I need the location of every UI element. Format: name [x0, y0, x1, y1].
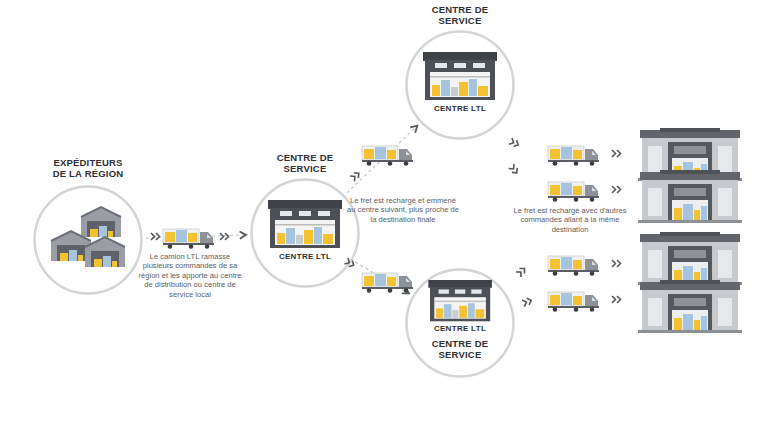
truck-icon — [362, 146, 413, 166]
hub-circle: CENTRE DE SERVICECENTRE LTL — [250, 178, 360, 288]
hub-circle: EXPÉDITEURS DE LA RÉGION — [33, 185, 143, 295]
chevron-icon — [509, 164, 520, 175]
store-building — [638, 232, 742, 285]
note-text: Le fret est rechargé avec d'autres comma… — [512, 206, 628, 234]
circle-outline — [405, 268, 515, 378]
hub-label: CENTRE LTL — [420, 324, 500, 334]
truck-icon — [548, 256, 599, 276]
hub-heading: CENTRE DE SERVICE — [429, 338, 491, 360]
chevron-icon — [350, 171, 361, 182]
circle-outline — [33, 185, 143, 295]
chevron-icon — [612, 186, 621, 193]
hub-circle: CENTRE LTL CENTRE DE SERVICE — [405, 268, 515, 378]
note-text: Le camion LTL ramasse plusieurs commande… — [136, 252, 244, 299]
note-text: Le fret est rechargé et emmené au centre… — [347, 196, 459, 224]
circle-outline — [35, 187, 142, 294]
circle-outline — [428, 280, 492, 321]
store-building — [638, 170, 742, 223]
truck-icon — [362, 273, 413, 293]
circle-outline — [85, 237, 125, 267]
hub-circle: CENTRE DE SERVICECENTRE LTL — [405, 30, 515, 140]
store-building — [638, 128, 742, 181]
circle-outline — [250, 178, 360, 288]
circle-outline — [407, 32, 514, 139]
hub-heading: CENTRE DE SERVICE — [274, 152, 336, 174]
circle-outline — [407, 270, 514, 377]
store-building — [638, 280, 742, 333]
flow-arrow — [146, 235, 246, 238]
hub-heading: EXPÉDITEURS DE LA RÉGION — [52, 157, 124, 179]
chevron-icon — [612, 150, 621, 157]
chevron-icon — [612, 260, 621, 267]
chevron-icon — [220, 233, 229, 240]
flow-arrow — [355, 262, 409, 293]
truck-icon — [548, 182, 599, 202]
circle-outline — [405, 30, 515, 140]
chevron-icon — [509, 138, 520, 148]
hub-label: CENTRE LTL — [420, 104, 500, 114]
circle-outline — [81, 207, 121, 237]
chevron-icon — [612, 296, 621, 303]
flow-arrow — [347, 126, 417, 193]
circle-outline — [423, 52, 497, 100]
chevron-icon — [516, 266, 527, 277]
chevron-icon — [151, 233, 160, 240]
chevron-icon — [522, 297, 532, 306]
circle-outline — [268, 200, 342, 248]
hub-heading: CENTRE DE SERVICE — [429, 4, 491, 26]
truck-icon — [548, 146, 599, 166]
truck-icon — [163, 229, 214, 249]
truck-icon — [548, 292, 599, 312]
hub-label: CENTRE LTL — [265, 252, 345, 262]
circle-outline — [252, 180, 359, 287]
